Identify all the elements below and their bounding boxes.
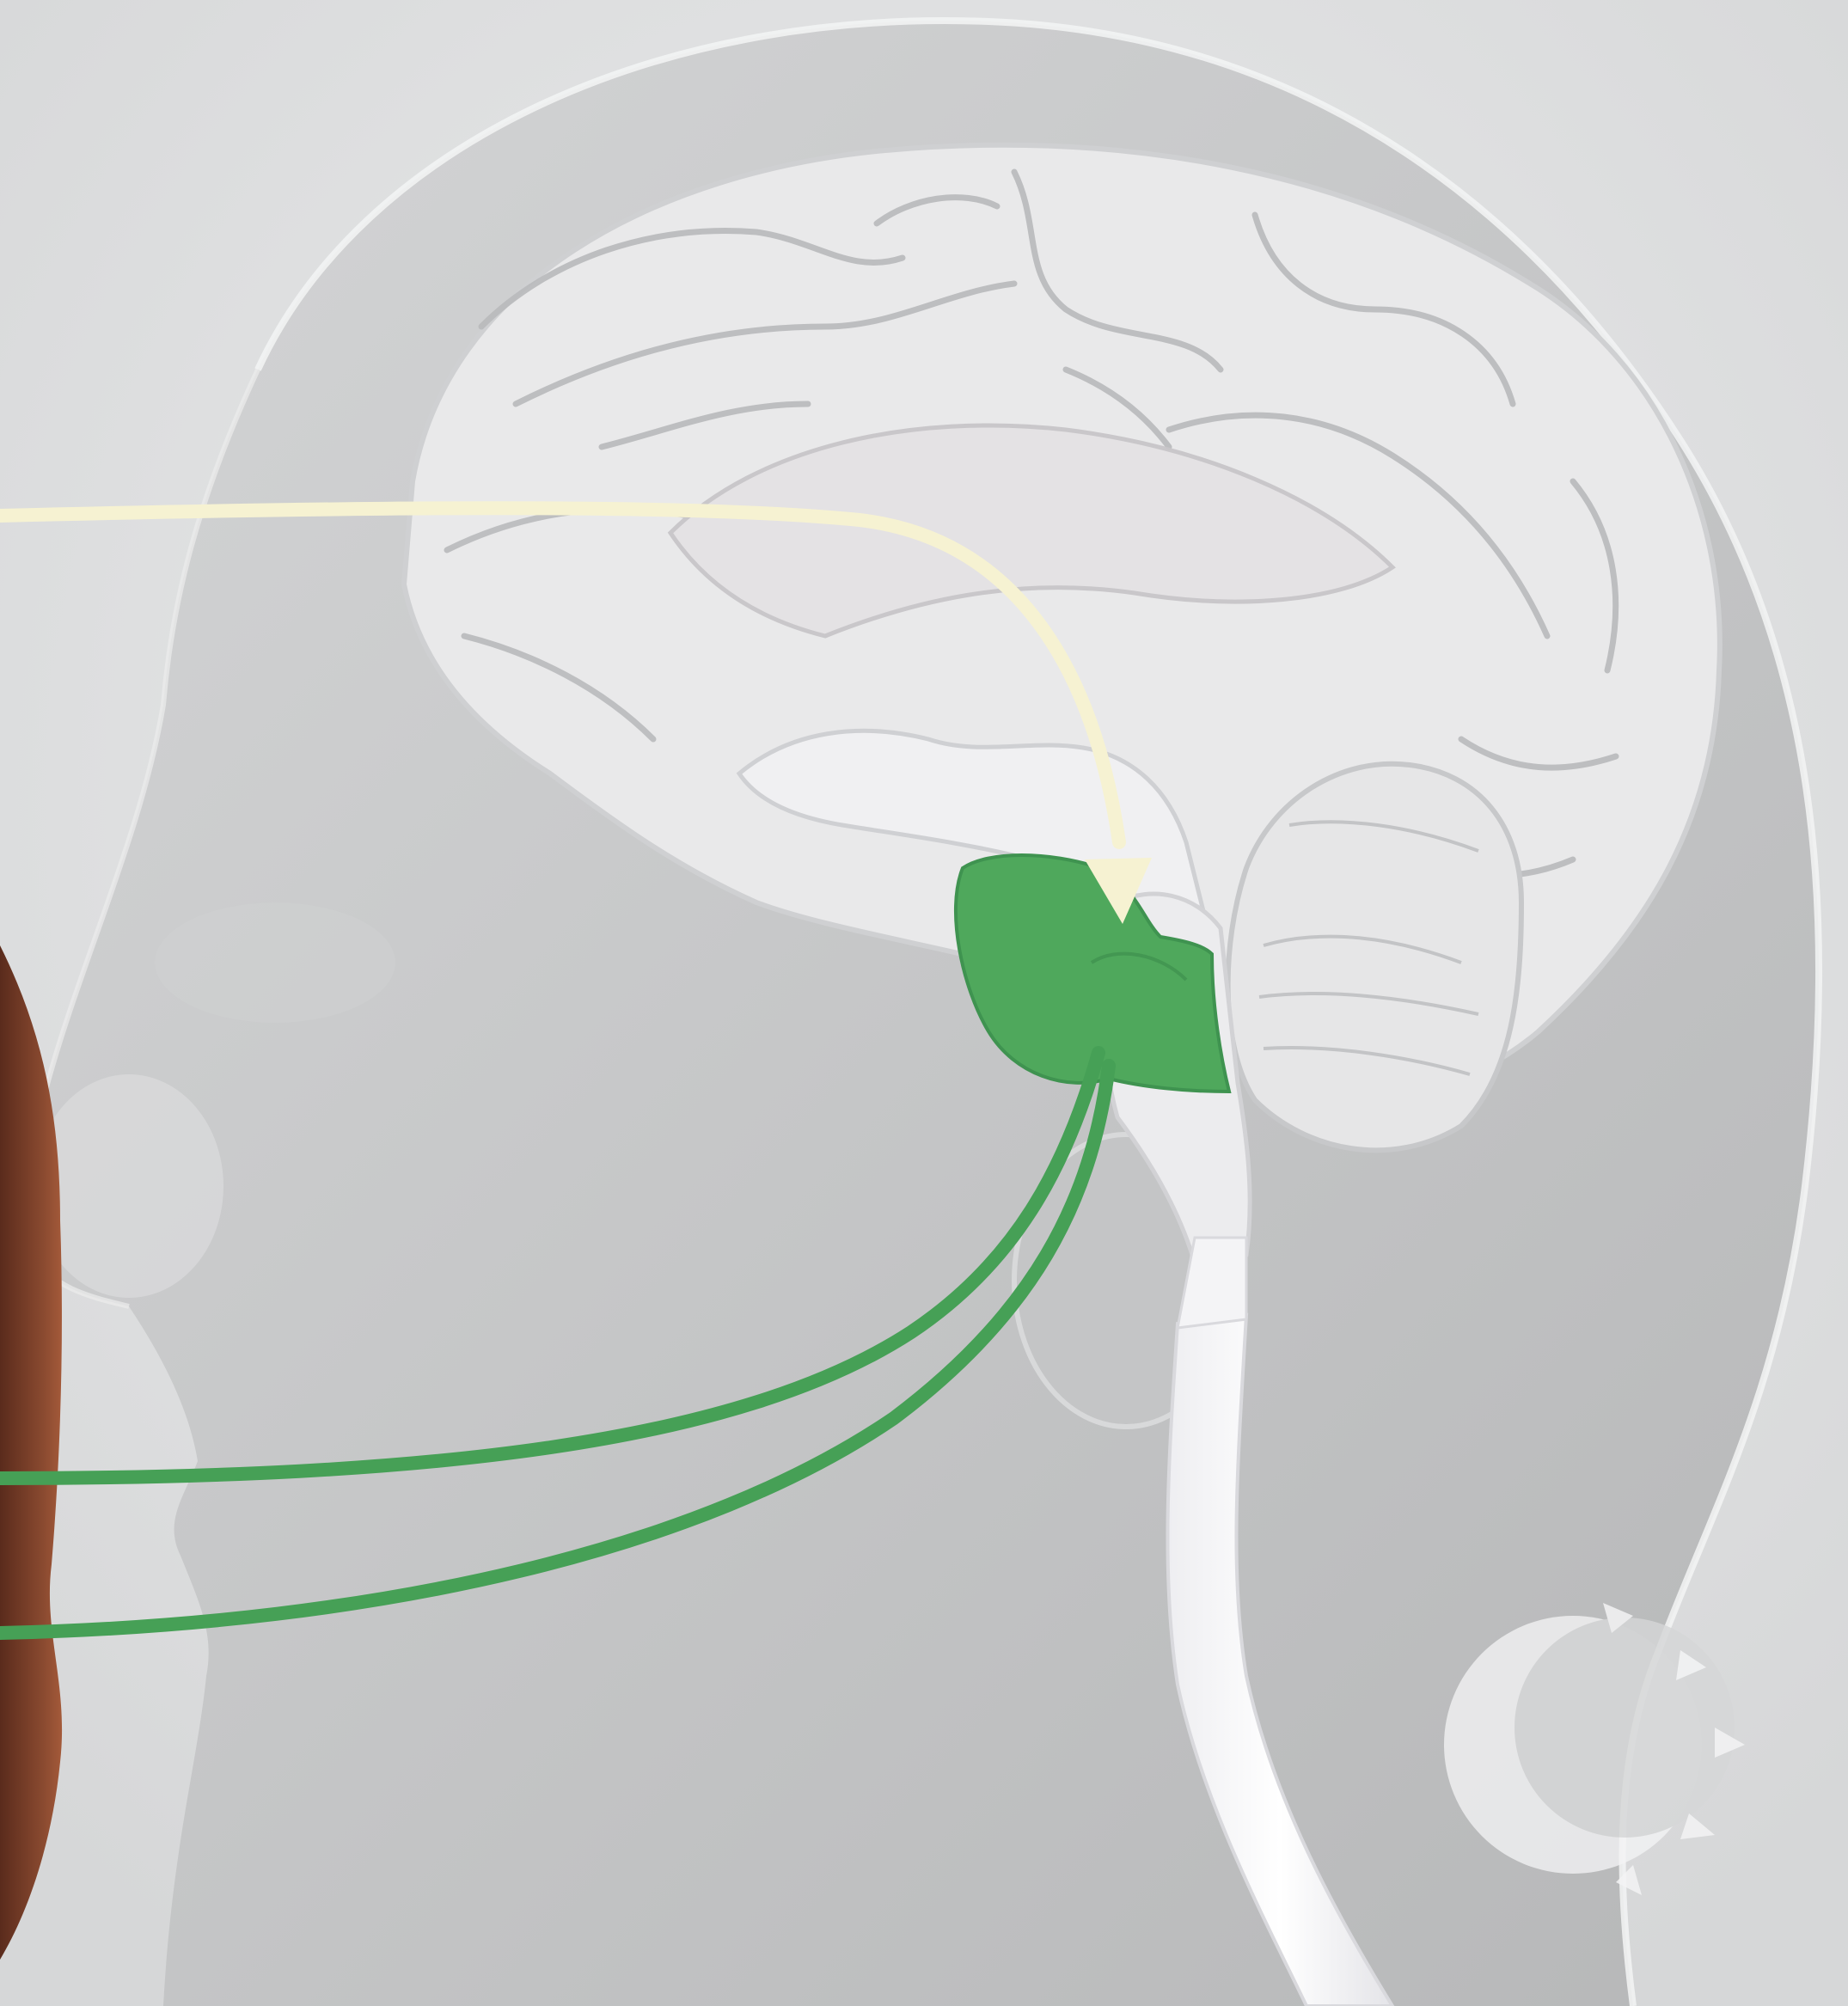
cerebellum bbox=[1228, 764, 1521, 1151]
